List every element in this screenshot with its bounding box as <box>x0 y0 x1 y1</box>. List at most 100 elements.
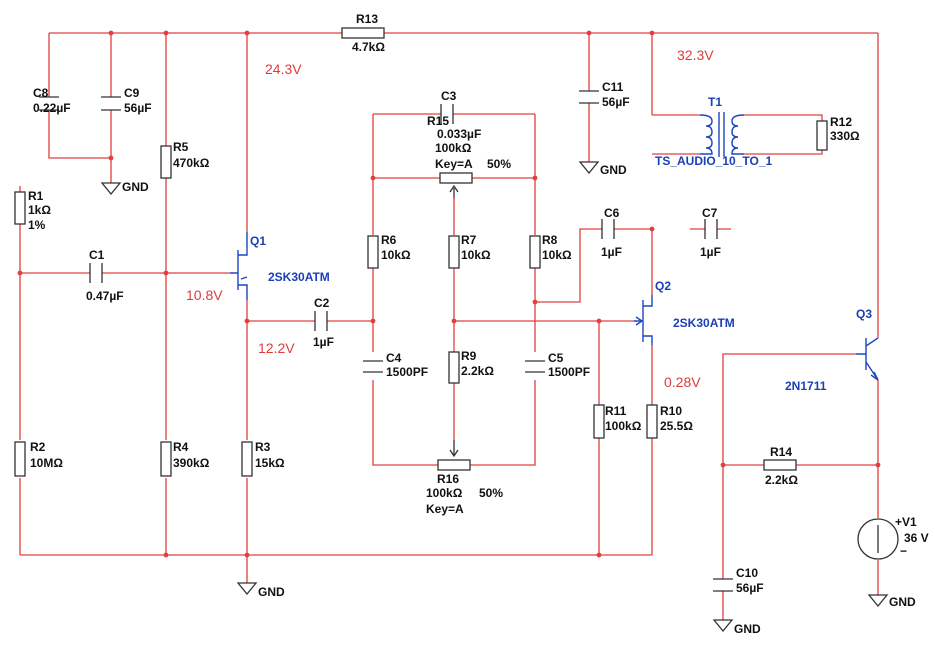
capacitor-c6: C6 1µF <box>601 206 622 259</box>
junctions <box>17 30 881 558</box>
v1-value: 36 V <box>904 531 929 545</box>
resistor-r5: R5 470kΩ <box>160 140 210 179</box>
ground-symbol-c10: GND <box>712 619 761 636</box>
resistor-r10: R10 25.5Ω <box>646 404 693 439</box>
c6-name: C6 <box>604 206 620 220</box>
resistor-r13: R13 4.7kΩ <box>341 12 385 54</box>
r15-name: R15 <box>427 114 449 128</box>
r1-name: R1 <box>28 189 44 203</box>
capacitor-c8: C8 0.22µF <box>33 86 71 115</box>
r4-value: 390kΩ <box>173 456 210 470</box>
c1-value: 0.47µF <box>86 289 124 303</box>
r9-name: R9 <box>461 349 477 363</box>
c11-name: C11 <box>602 80 624 94</box>
r10-name: R10 <box>660 404 682 418</box>
r16-percent: 50% <box>479 486 503 500</box>
ground-symbol-c11: GND <box>578 161 627 177</box>
r7-name: R7 <box>461 233 477 247</box>
r16-value: 100kΩ <box>426 486 463 500</box>
c7-value: 1µF <box>700 245 721 259</box>
r3-name: R3 <box>255 440 271 454</box>
capacitor-c1: C1 0.47µF <box>86 248 124 303</box>
gnd-label: GND <box>122 180 149 194</box>
resistor-r4: R4 390kΩ <box>160 440 210 477</box>
c9-value: 56µF <box>124 101 152 115</box>
r12-name: R12 <box>830 115 852 129</box>
c5-name: C5 <box>548 351 564 365</box>
q3-name: Q3 <box>856 307 872 321</box>
q1-name: Q1 <box>250 234 266 248</box>
capacitor-c7: C7 1µF <box>700 206 721 259</box>
voltage-source-v1: +V1 36 V − <box>857 515 929 560</box>
resistor-r3: R3 15kΩ <box>241 440 285 477</box>
c8-value: 0.22µF <box>33 101 71 115</box>
ground-symbol-v1: GND <box>867 594 916 609</box>
r8-value: 10kΩ <box>542 248 572 262</box>
c1-name: C1 <box>89 248 105 262</box>
voltage-label: 24.3V <box>265 61 302 77</box>
r10-value: 25.5Ω <box>660 419 693 433</box>
r5-value: 470kΩ <box>173 156 210 170</box>
resistor-r8: R8 10kΩ <box>529 233 572 269</box>
c2-value: 1µF <box>313 335 334 349</box>
c4-name: C4 <box>386 351 402 365</box>
r2-name: R2 <box>30 440 46 454</box>
t1-part: TS_AUDIO_10_TO_1 <box>655 154 772 168</box>
transistor-q3: Q3 2N1711 <box>785 307 879 393</box>
c7-name: C7 <box>702 206 718 220</box>
capacitor-c4: C4 1500PF <box>363 351 428 379</box>
r8-name: R8 <box>542 233 558 247</box>
voltage-label: 10.8V <box>186 287 223 303</box>
q1-part: 2SK30ATM <box>268 270 330 284</box>
r12-value: 330Ω <box>830 129 860 143</box>
c10-name: C10 <box>736 566 758 580</box>
q2-name: Q2 <box>655 279 671 293</box>
transistor-q2: Q2 2SK30ATM <box>634 279 735 345</box>
r7-value: 10kΩ <box>461 248 491 262</box>
r11-value: 100kΩ <box>605 419 642 433</box>
gnd-label: GND <box>889 595 916 609</box>
r1-value: 1kΩ <box>28 203 51 217</box>
c6-value: 1µF <box>601 245 622 259</box>
resistor-r11: R11 100kΩ <box>593 404 642 439</box>
voltage-label: 0.28V <box>664 374 701 390</box>
resistor-r12: R12 330Ω <box>816 115 860 151</box>
r16-key: Key=A <box>426 502 464 516</box>
r2-value: 10MΩ <box>30 456 63 470</box>
gnd-label: GND <box>600 163 627 177</box>
r16-name: R16 <box>437 472 459 486</box>
c4-value: 1500PF <box>386 365 428 379</box>
c11-value: 56µF <box>602 95 630 109</box>
c2-name: C2 <box>314 296 330 310</box>
c9-name: C9 <box>124 86 140 100</box>
r4-name: R4 <box>173 440 189 454</box>
t1-name: T1 <box>708 95 722 109</box>
r15-key: Key=A <box>435 157 473 171</box>
voltage-label: 32.3V <box>677 47 714 63</box>
potentiometer-r16: R16 100kΩ 50% Key=A <box>426 440 503 516</box>
resistor-r2: R2 10MΩ <box>14 440 63 477</box>
r14-name: R14 <box>770 445 792 459</box>
v1-minus: − <box>900 544 907 558</box>
c3-name: C3 <box>441 89 457 103</box>
r9-value: 2.2kΩ <box>461 364 494 378</box>
capacitor-c3: C3 0.033µF <box>437 89 481 141</box>
r15-value: 100kΩ <box>435 141 472 155</box>
capacitor-c2: C2 1µF <box>313 296 334 349</box>
resistor-r1: R1 1kΩ 1% <box>14 189 51 232</box>
r15-percent: 50% <box>487 157 511 171</box>
resistor-r7: R7 10kΩ <box>448 233 491 269</box>
transformer-t1: T1 TS_AUDIO_10_TO_1 <box>655 95 772 168</box>
r11-name: R11 <box>605 404 627 418</box>
capacitor-c11: C11 56µF <box>579 80 630 109</box>
r6-name: R6 <box>381 233 397 247</box>
q2-part: 2SK30ATM <box>673 316 735 330</box>
r6-value: 10kΩ <box>381 248 411 262</box>
c10-value: 56µF <box>736 581 764 595</box>
r3-value: 15kΩ <box>255 456 285 470</box>
ground-symbol-q1: GND <box>236 582 285 599</box>
voltage-annotations: 24.3V 32.3V 10.8V 12.2V 0.28V <box>186 47 714 390</box>
capacitor-c10: C10 56µF <box>713 566 764 595</box>
resistor-r9: R9 2.2kΩ <box>448 349 494 384</box>
r13-value: 4.7kΩ <box>352 40 385 54</box>
